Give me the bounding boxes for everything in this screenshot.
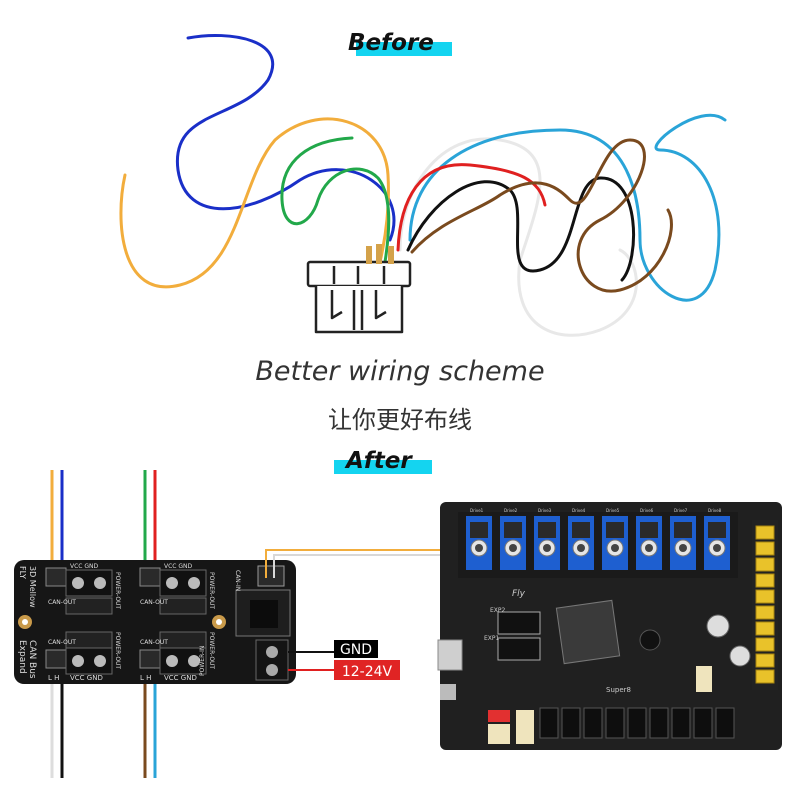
wire-green (280, 136, 391, 264)
exp1-header (497, 637, 541, 661)
connector-cream (696, 666, 712, 692)
wire-brown (410, 138, 673, 293)
port2-label: CAN-OUT (140, 599, 168, 606)
mcu-chip (555, 599, 621, 665)
capacitor (706, 614, 730, 638)
can-in-connector (257, 565, 285, 587)
subtitle-en: Better wiring scheme (255, 356, 545, 387)
driver-label: Drive3 (538, 508, 552, 513)
top-wires (50, 470, 157, 572)
after-heading: After (346, 448, 412, 474)
mainboard: Drive1 Drive2 Drive3 Drive4 Drive5 Drive6 Driv… (437, 502, 782, 750)
exp1-label: EXP1 (484, 635, 500, 642)
wire-white (398, 137, 638, 337)
stepper-driver: Drive4 (568, 508, 594, 570)
bottom-port-row (539, 707, 735, 739)
stepper-driver: Drive8 (704, 508, 730, 570)
output-block-1 (45, 567, 113, 615)
port3-label: CAN-OUT (48, 639, 76, 646)
stepper-driver: Drive5 (602, 508, 628, 570)
driver-label: Drive7 (674, 508, 688, 513)
driver-label: Drive2 (504, 508, 518, 513)
driver-label: Drive6 (640, 508, 654, 513)
messy-wires (119, 33, 727, 337)
gnd-badge: GND (334, 640, 378, 658)
connector-red (488, 710, 510, 722)
port1-power-label: POWER-OUT (114, 572, 121, 609)
driver-label: Drive1 (470, 508, 484, 513)
stepper-driver: Drive6 (636, 508, 662, 570)
stepper-driver: Drive2 (500, 508, 526, 570)
port4-power-label: POWER-OUT (208, 632, 215, 669)
port4-pins: VCC GND (164, 674, 197, 682)
wire-skyblue (408, 113, 727, 302)
port-connector (649, 707, 669, 739)
output-block-2 (139, 567, 207, 615)
stepper-driver: Drive3 (534, 508, 560, 570)
sd-card-slot (437, 639, 463, 671)
before-highlight (356, 42, 452, 56)
after-highlight (334, 460, 432, 474)
can-expansion-board: 3D Mellow FLY CAN Bus Expand CAN-OUT POW… (14, 560, 296, 684)
voltage-label: 12-24V (342, 664, 393, 680)
port1-pins: VCC GND (70, 563, 99, 570)
crimp-ends (366, 244, 394, 264)
port-connector (693, 707, 713, 739)
connector-housing (306, 260, 412, 334)
wire-blue (175, 33, 396, 242)
gnd-label: GND (340, 642, 372, 658)
can-link-wires (265, 549, 450, 578)
port-connector (561, 707, 581, 739)
port-connector (539, 707, 559, 739)
stepper-driver: Drive7 (670, 508, 696, 570)
voltage-badge: 12-24V (334, 660, 400, 680)
buzzer (639, 629, 661, 651)
connector-cream (488, 724, 510, 744)
driver-label: Drive5 (606, 508, 620, 513)
exp2-header (497, 611, 541, 635)
board-name: CAN Bus (27, 640, 37, 679)
board-name-suffix: Expand (17, 640, 27, 674)
capacitor (729, 645, 751, 667)
wire-black (406, 176, 636, 282)
port2-pins: VCC GND (164, 563, 193, 570)
output-block-4 (139, 631, 207, 675)
port-connector (627, 707, 647, 739)
exp2-label: EXP2 (490, 607, 506, 614)
port-connector (671, 707, 691, 739)
driver-label: Drive4 (572, 508, 586, 513)
mainboard-model: Super8 (606, 686, 631, 694)
port2-power-label: POWER-OUT (208, 572, 215, 609)
terminal-screws (755, 525, 775, 684)
board-model: FLY (18, 566, 27, 579)
port3-pins: VCC GND (70, 674, 103, 682)
connector-cream (516, 710, 534, 744)
port3-lh: L H (48, 674, 59, 682)
mainboard-brand: Fly (512, 589, 526, 599)
port4-label: CAN-OUT (140, 639, 168, 646)
stepper-drivers: Drive1 Drive2 Drive3 Drive4 Drive5 Drive6 Driv… (458, 508, 738, 578)
power-in-label: POWER-IN (199, 646, 206, 676)
port-connector (605, 707, 625, 739)
driver-label: Drive8 (708, 508, 722, 513)
power-wires (288, 651, 334, 671)
output-block-3 (45, 631, 113, 675)
port-connector (583, 707, 603, 739)
wire-orange (119, 117, 390, 289)
port3-power-label: POWER-OUT (114, 632, 121, 669)
port4-lh: L H (140, 674, 151, 682)
port1-label: CAN-OUT (48, 599, 76, 606)
subtitle-cn: 让你更好布线 (328, 407, 472, 434)
board-brand: 3D Mellow (28, 566, 37, 608)
usb-port (440, 684, 456, 700)
can-in-label: CAN-IN (234, 570, 241, 591)
stepper-driver: Drive1 (466, 508, 492, 570)
bottom-wires (50, 680, 157, 778)
port-connector (715, 707, 735, 739)
before-heading: Before (348, 30, 434, 56)
